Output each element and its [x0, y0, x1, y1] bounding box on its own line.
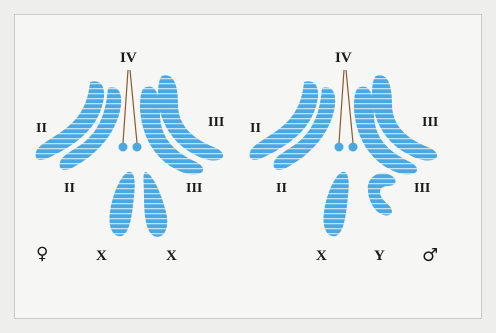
chromosome-iv-thread [123, 70, 128, 143]
label-iii: III [422, 115, 438, 130]
chromosome-iv-dot [119, 143, 128, 152]
chromosome-x-male [324, 172, 349, 236]
label-x: X [316, 248, 327, 264]
chromosome-iv-dot [349, 143, 358, 152]
female-symbol-icon: ♀ [36, 244, 48, 264]
label-ii-lower: II [276, 181, 287, 196]
label-iv: IV [120, 50, 137, 66]
chromosome-x-female-2 [144, 172, 168, 237]
chromosome-iv-thread [339, 70, 344, 143]
label-iii-lower: III [186, 181, 202, 196]
chromosome-x-female-1 [110, 172, 135, 236]
female-karyotype: IV II III II III ♀ X X [36, 50, 225, 264]
chromosome-iv-thread [130, 70, 137, 143]
label-ii: II [36, 121, 47, 136]
label-ii: II [250, 121, 261, 136]
chromosome-iv-dot [133, 143, 142, 152]
male-karyotype: IV II III II III X Y ♂ [250, 50, 439, 266]
label-iii-lower: III [414, 181, 430, 196]
chromosome-iv-dot [335, 143, 344, 152]
label-y: Y [374, 248, 385, 264]
label-iv: IV [335, 50, 352, 66]
label-ii-lower: II [64, 181, 75, 196]
label-x: X [166, 248, 177, 264]
chromosome-y-male [368, 173, 396, 215]
label-x: X [96, 248, 107, 264]
label-iii: III [208, 115, 224, 130]
male-symbol-icon: ♂ [422, 245, 438, 266]
chromosome-iv-thread [346, 70, 353, 143]
